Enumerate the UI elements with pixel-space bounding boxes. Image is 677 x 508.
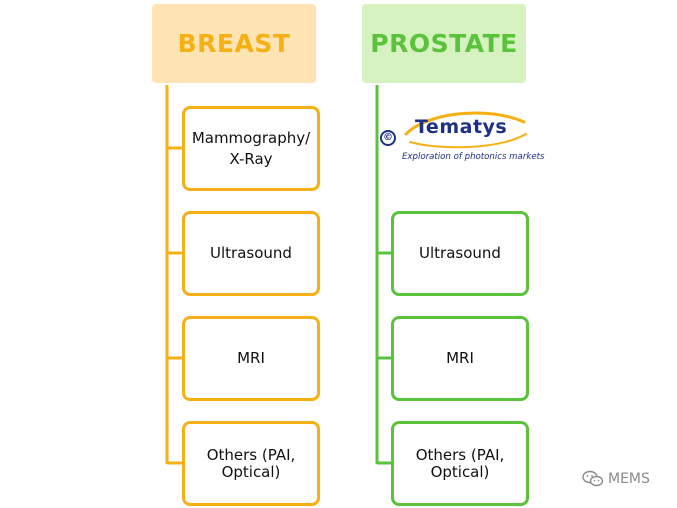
tematys-logo: © Tematys Exploration of photonics marke… xyxy=(378,108,544,166)
breast-item-ultrasound: Ultrasound xyxy=(182,211,320,296)
breast-item-mri: MRI xyxy=(182,316,320,401)
prostate-item-ultrasound: Ultrasound xyxy=(391,211,529,296)
breast-item-label: X-Ray xyxy=(229,149,273,168)
prostate-item-label: Ultrasound xyxy=(419,244,501,262)
prostate-item-label: MRI xyxy=(446,349,474,367)
prostate-item-label: Optical) xyxy=(430,462,490,481)
prostate-header: PROSTATE xyxy=(362,4,526,83)
breast-item-label: Others (PAI, xyxy=(206,445,296,464)
logo-swoosh-icon xyxy=(404,111,527,149)
logo-tagline: Exploration of photonics markets xyxy=(402,152,545,162)
prostate-item-mri: MRI xyxy=(391,316,529,401)
prostate-title: PROSTATE xyxy=(370,29,518,58)
copyright-icon: © xyxy=(380,130,396,146)
breast-item-label: Optical) xyxy=(221,462,281,481)
prostate-item-label: Others (PAI, xyxy=(415,445,505,464)
breast-item-others: Others (PAI, Optical) xyxy=(182,421,320,506)
breast-title: BREAST xyxy=(177,29,291,58)
logo-name: Tematys xyxy=(415,116,508,138)
breast-header: BREAST xyxy=(152,4,316,83)
watermark-text: MEMS xyxy=(608,471,650,487)
breast-item-label: Mammography/ xyxy=(191,128,311,147)
prostate-item-others: Others (PAI, Optical) xyxy=(391,421,529,506)
breast-item-mammography: Mammography/ X-Ray xyxy=(182,106,320,191)
watermark: MEMS xyxy=(582,470,650,488)
wechat-icon xyxy=(582,470,604,487)
breast-item-label: Ultrasound xyxy=(210,244,292,262)
breast-item-label: MRI xyxy=(237,349,265,367)
